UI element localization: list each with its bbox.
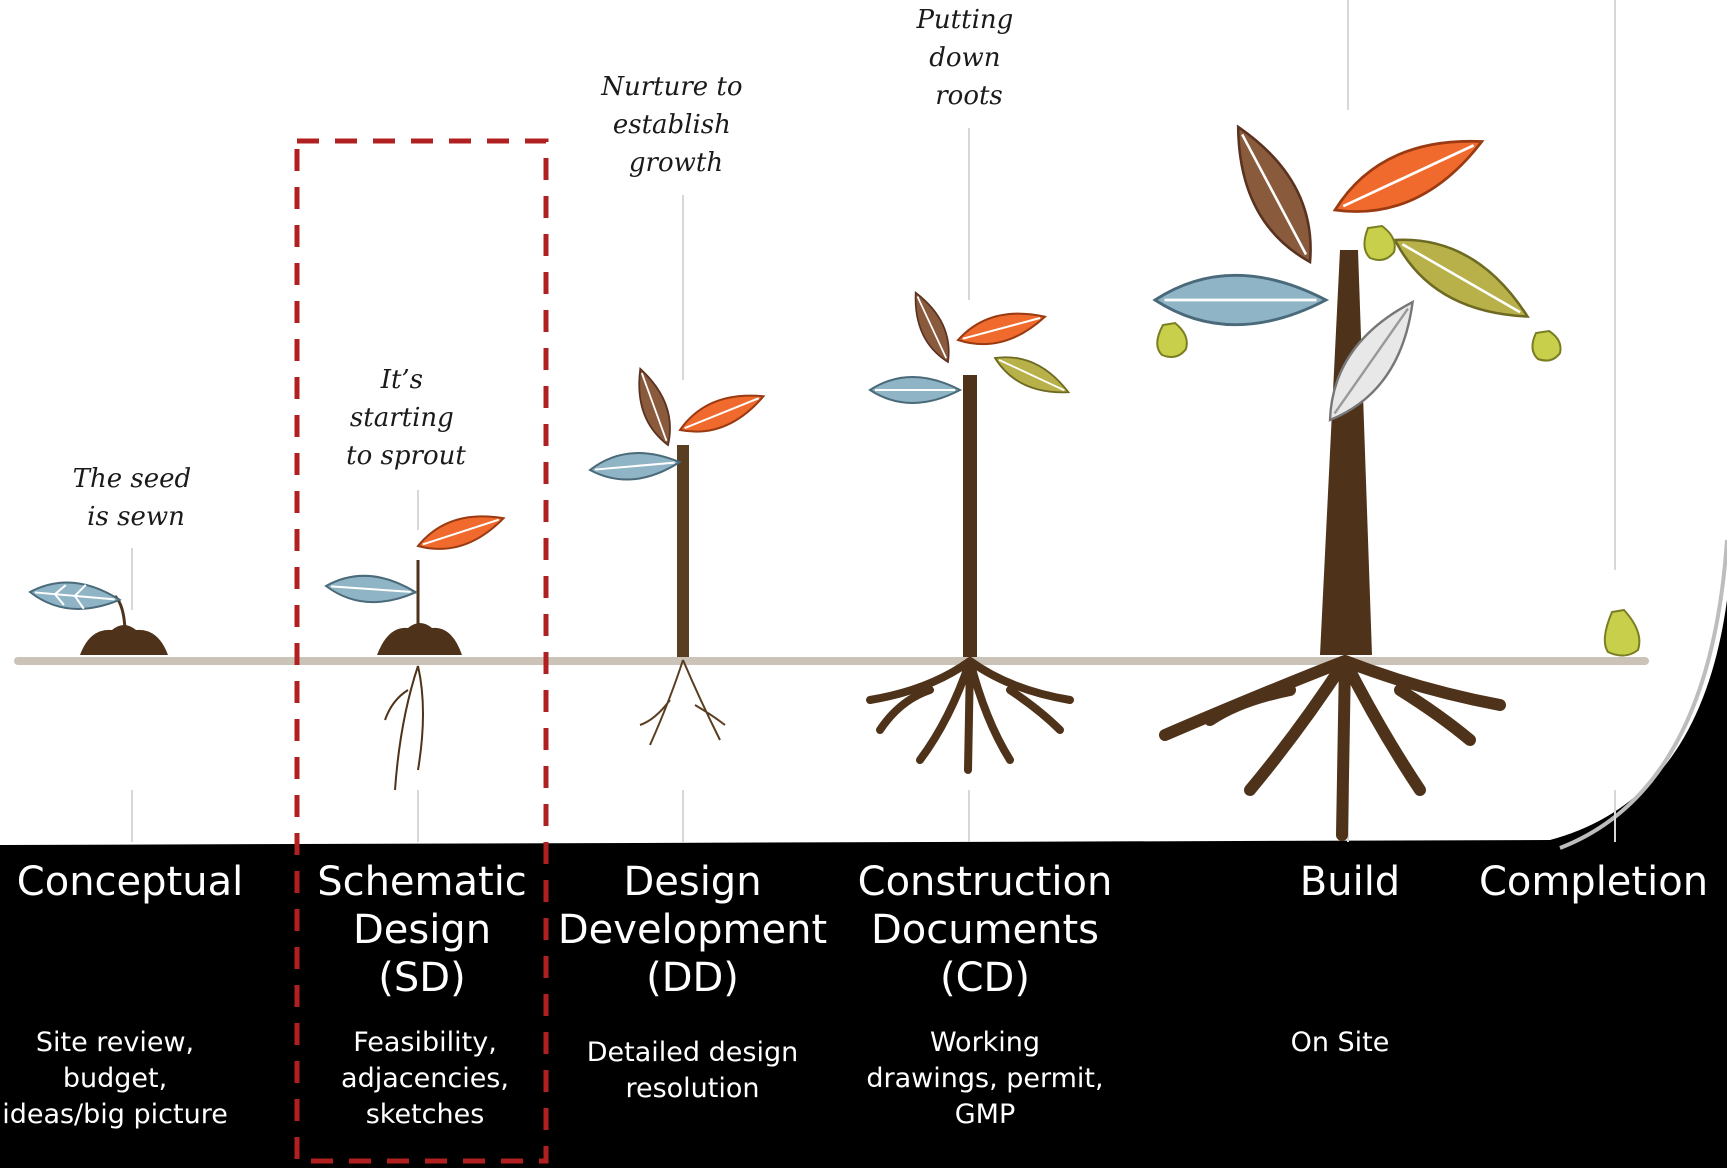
pear-icon [1603,608,1641,657]
sprout-plant [324,504,509,791]
caption-roots: Putting down roots [915,5,1021,111]
build-tree [1153,115,1562,841]
caption-sprout: It’s starting to sprout [346,365,466,471]
stage-title-conceptual: Conceptual [16,859,244,905]
seed-plant [27,578,168,655]
stage-desc-construction-documents: Working drawings, permit, GMP [866,1027,1104,1130]
stage-desc-conceptual: Site review, budget, ideas/big picture [2,1027,228,1130]
stage-desc-build: On Site [1290,1027,1390,1058]
nurture-plant [587,363,770,746]
stage-desc-design-development: Detailed design resolution [586,1037,799,1104]
stage-title-design-development: Design Development (DD) [557,859,828,1001]
stage-title-schematic: Schematic Design (SD) [317,859,527,1001]
roots-plant [866,287,1075,774]
stage-title-build: Build [1299,859,1401,905]
stage-title-construction-documents: Construction Documents (CD) [857,859,1113,1001]
stage-title-completion: Completion [1478,859,1709,905]
caption-seed: The seed is sewn [73,464,200,532]
stage-desc-schematic: Feasibility, adjacencies, sketches [341,1027,509,1130]
caption-nurture: Nurture to establish growth [600,72,751,178]
